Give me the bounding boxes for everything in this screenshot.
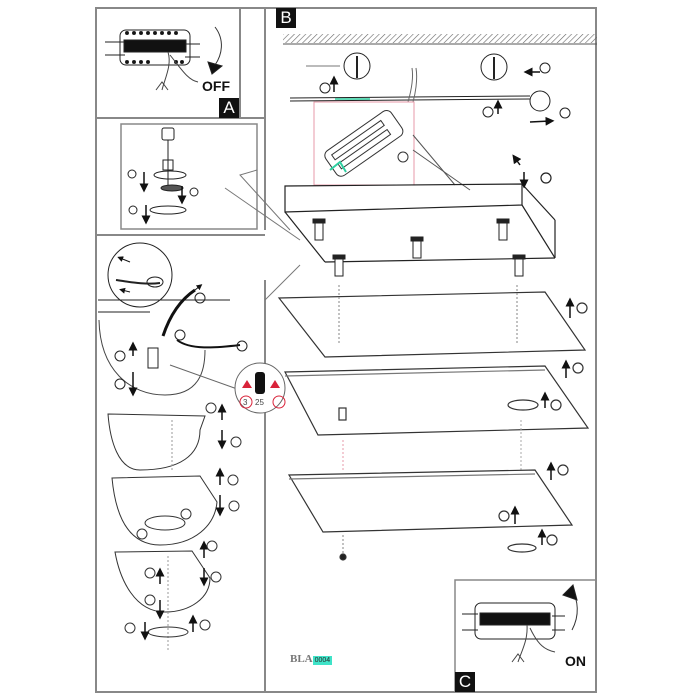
panel-a-caption: OFF [202,78,230,94]
leader-lines [224,169,301,301]
panel-c-label: C [455,672,475,692]
panel-b-label: B [276,8,296,28]
connector-center-value: 25 [255,398,264,407]
page-frames [95,7,597,693]
glass-panel-2 [284,359,590,436]
brand-name: BLA [290,653,313,665]
panel-a-label: A [219,98,239,118]
brand-tag: 0004 [312,656,333,665]
shade-1 [107,402,242,471]
ceiling [283,34,597,45]
screw-detail [127,127,199,225]
shade-3 [114,540,222,650]
driver-detail [313,101,471,191]
terminal-block-on [462,584,578,663]
glass-panel-3 [287,461,574,561]
connector-callout [234,362,286,414]
terminal-block-off [105,26,224,91]
mounting-bracket [289,52,571,126]
connector-left-value: 3 [243,398,248,407]
hook-detail [98,242,248,397]
shade-2 [111,467,240,546]
glass-panel-1 [277,285,588,358]
standoff-fittings [312,218,526,277]
panel-c-caption: ON [565,653,586,669]
